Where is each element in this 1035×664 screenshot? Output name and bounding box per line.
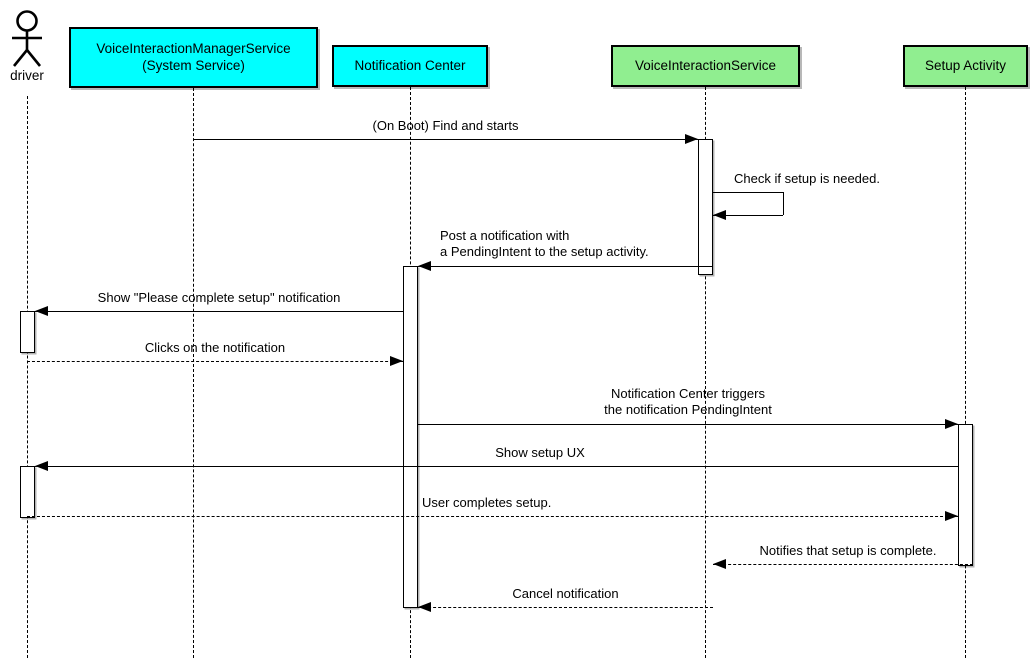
message-line [418,266,713,267]
actor-driver[interactable]: driver [5,10,49,94]
message-label: Notification Center triggers the notific… [604,386,772,418]
arrowhead-left-icon [713,559,726,569]
self-message-top-segment [713,192,783,193]
activation-voiceinteractionservice-boot [698,139,713,275]
participant-notification-center[interactable]: Notification Center [332,45,488,87]
message-label: Check if setup is needed. [734,171,880,186]
message-line [418,424,958,425]
self-message-right-segment [783,192,784,215]
message-line [27,361,403,362]
participant-voiceinteractionmanagerservice[interactable]: VoiceInteractionManagerService (System S… [69,27,318,88]
arrowhead-left-icon [418,602,431,612]
activation-driver-notification [20,311,35,353]
message-label: Post a notification with a PendingIntent… [440,228,649,260]
message-label: Show setup UX [495,445,585,460]
message-line [713,564,973,565]
message-line [35,466,958,467]
activation-notification-center [403,266,418,608]
participant-voiceinteractionservice[interactable]: VoiceInteractionService [611,45,800,87]
arrowhead-left-icon [418,261,431,271]
arrowhead-right-icon [945,511,958,521]
self-message-bottom-segment [713,215,783,216]
participant-label: VoiceInteractionService [634,57,777,73]
arrowhead-left-icon [35,306,48,316]
arrowhead-left-icon [35,461,48,471]
participant-label: Setup Activity [924,57,1007,73]
message-label: (On Boot) Find and starts [372,118,519,133]
message-line [27,516,958,517]
participant-label: VoiceInteractionManagerService (System S… [96,41,291,73]
participant-label: Notification Center [354,57,466,73]
message-label: User completes setup. [422,495,552,510]
participant-setup-activity[interactable]: Setup Activity [903,45,1028,87]
message-line [193,139,698,140]
message-label: Clicks on the notification [144,340,286,355]
message-label: Cancel notification [512,586,619,601]
arrowhead-left-icon [712,210,726,220]
lifeline-driver [27,96,28,658]
activation-setup-activity [958,424,973,566]
arrowhead-right-icon [945,419,958,429]
arrowhead-right-icon [685,134,698,144]
message-label: Show "Please complete setup" notificatio… [97,290,341,305]
activation-driver-setup [20,466,35,518]
actor-driver-label: driver [10,68,44,83]
message-label: Notifies that setup is complete. [759,543,937,558]
stick-figure-icon [12,10,42,67]
arrowhead-right-icon [390,356,403,366]
lifeline-vims [193,88,194,658]
lifeline-setup-activity [965,87,966,658]
lifeline-voiceinteractionservice [705,87,706,658]
message-line [418,607,713,608]
message-line [35,311,403,312]
